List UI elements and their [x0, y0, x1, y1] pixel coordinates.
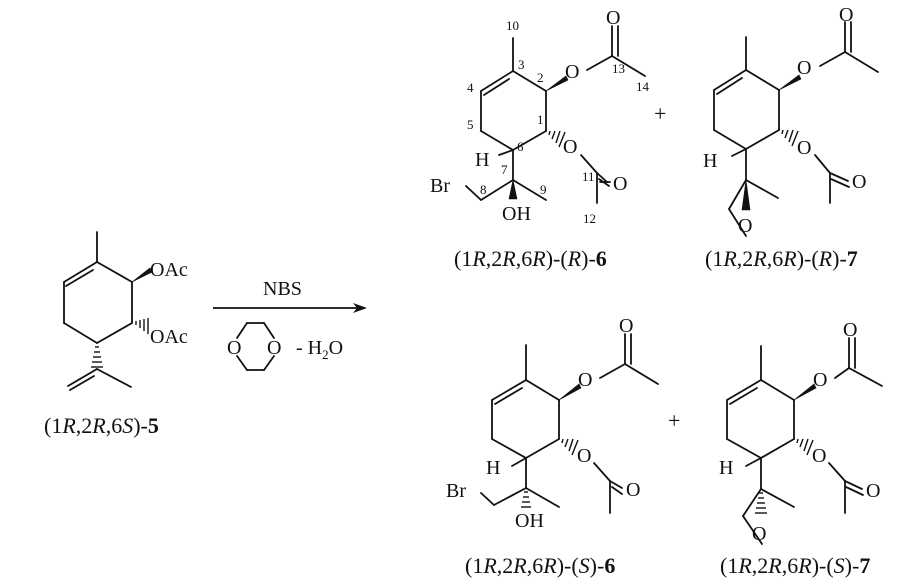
s6-label: (1R,2R,6R)-(S)-6	[465, 553, 615, 578]
s6-o-carbonyl2: O	[626, 479, 640, 501]
r6-num-3: 3	[518, 57, 525, 72]
sm-label: (1R,2R,6S)-5	[44, 413, 159, 438]
s6-h: H	[486, 457, 500, 479]
product-r-6: O O O O H Br OH 10 3 2 13 14 4 1 5 6 7 8…	[430, 7, 650, 271]
r6-oh: OH	[502, 203, 531, 225]
r6-num-12: 12	[583, 211, 596, 226]
s7-h: H	[719, 457, 733, 479]
r6-num-7: 7	[501, 162, 508, 177]
starting-material-5: OAc OAc (1R,2R,6S)-5	[44, 231, 188, 438]
r6-num-8: 8	[480, 182, 487, 197]
r6-h: H	[475, 149, 489, 171]
s6-oh: OH	[515, 510, 544, 532]
s7-o-ester2: O	[812, 445, 826, 467]
r6-num-2: 2	[537, 70, 544, 85]
r7-o-epoxide: O	[738, 215, 752, 237]
s7-o-ester: O	[813, 369, 827, 391]
svg-text:O: O	[267, 337, 281, 359]
s7-o-carbonyl2: O	[866, 480, 880, 502]
r7-h: H	[703, 150, 717, 172]
r6-br: Br	[430, 175, 450, 197]
sm-oac-top: OAc	[150, 259, 188, 281]
r6-label: (1R,2R,6R)-(R)-6	[454, 246, 607, 271]
r6-num-4: 4	[467, 80, 474, 95]
r6-num-5: 5	[467, 117, 474, 132]
r6-num-6: 6	[517, 139, 524, 154]
r7-label: (1R,2R,6R)-(R)-7	[705, 246, 858, 271]
r6-o-carbonyl2: O	[613, 173, 627, 195]
r7-o-ester2: O	[797, 137, 811, 159]
product-r-7: O O O O H O (1R,2R,6R)-(R)-7	[703, 4, 879, 271]
product-s-7: O O O O H O (1R,2R,6R)-(S)-7	[719, 319, 883, 578]
r6-num-1: 1	[537, 112, 544, 127]
reagent-water: - H2O	[296, 337, 343, 362]
r7-o-ester: O	[797, 57, 811, 79]
svg-text:O: O	[227, 337, 241, 359]
r6-o-ester: O	[565, 61, 579, 83]
r6-num-14: 14	[636, 79, 650, 94]
s6-o-ester2: O	[577, 445, 591, 467]
s6-br: Br	[446, 480, 466, 502]
s6-o-ester: O	[578, 369, 592, 391]
s7-o-epoxide: O	[752, 523, 766, 545]
plus-sign-top: +	[654, 101, 666, 126]
r6-o-carbonyl: O	[606, 7, 620, 29]
r6-num-9: 9	[540, 182, 547, 197]
reagent-nbs: NBS	[263, 278, 302, 300]
r6-num-10: 10	[506, 18, 519, 33]
dioxane-icon: O O	[227, 322, 281, 371]
product-s-6: O O O O H Br OH (1R,2R,6R)-(S)-6	[446, 315, 659, 578]
r6-num-11: 11	[582, 169, 595, 184]
reaction-conditions: NBS O O - H2O	[213, 278, 367, 371]
s7-o-carbonyl: O	[843, 319, 857, 341]
sm-oac-bottom: OAc	[150, 326, 188, 348]
r7-o-carbonyl2: O	[852, 171, 866, 193]
s6-o-carbonyl: O	[619, 315, 633, 337]
s7-label: (1R,2R,6R)-(S)-7	[720, 553, 870, 578]
r6-num-13: 13	[612, 61, 625, 76]
r6-o-ester2: O	[563, 136, 577, 158]
plus-sign-bottom: +	[668, 408, 680, 433]
r7-o-carbonyl: O	[839, 4, 853, 26]
